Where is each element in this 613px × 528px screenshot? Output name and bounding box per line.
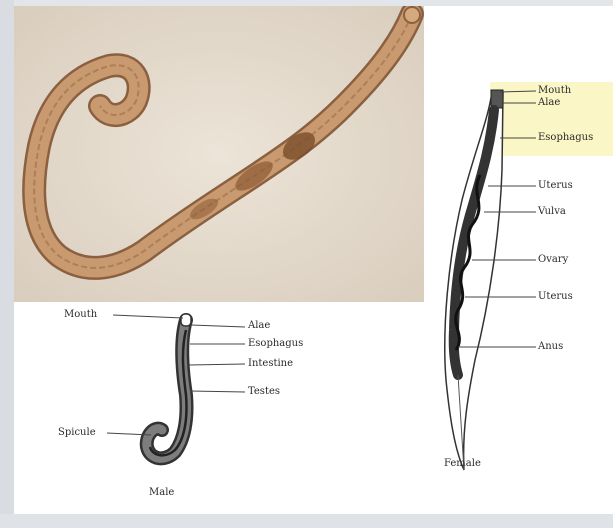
label-male-intestine: Intestine — [248, 358, 293, 370]
label-male-alae: Alae — [248, 320, 270, 332]
label-female-vulva: Vulva — [538, 206, 566, 218]
leader-male-testes — [190, 391, 245, 392]
label-male-spicule: Spicule — [58, 427, 96, 439]
label-female-alae: Alae — [538, 97, 560, 109]
label-male-testes: Testes — [248, 386, 280, 398]
label-female-uterus-upper: Uterus — [538, 180, 573, 192]
male-worm-head — [181, 314, 191, 326]
caption-male: Male — [149, 487, 174, 499]
leader-male-intestine — [189, 364, 245, 365]
male-worm-drawing — [147, 314, 191, 458]
caption-female: Female — [444, 458, 481, 470]
label-female-esophagus: Esophagus — [538, 132, 593, 144]
label-male-esophagus: Esophagus — [248, 338, 303, 350]
label-female-mouth: Mouth — [538, 85, 571, 97]
label-female-uterus-lower: Uterus — [538, 291, 573, 303]
male-leader-lines — [107, 315, 245, 435]
label-male-mouth: Mouth — [64, 309, 97, 321]
leader-male-alae — [191, 325, 245, 327]
leader-male-mouth — [113, 315, 183, 318]
label-female-anus: Anus — [538, 341, 563, 353]
female-worm-drawing — [445, 90, 503, 470]
label-female-ovary: Ovary — [538, 254, 568, 266]
